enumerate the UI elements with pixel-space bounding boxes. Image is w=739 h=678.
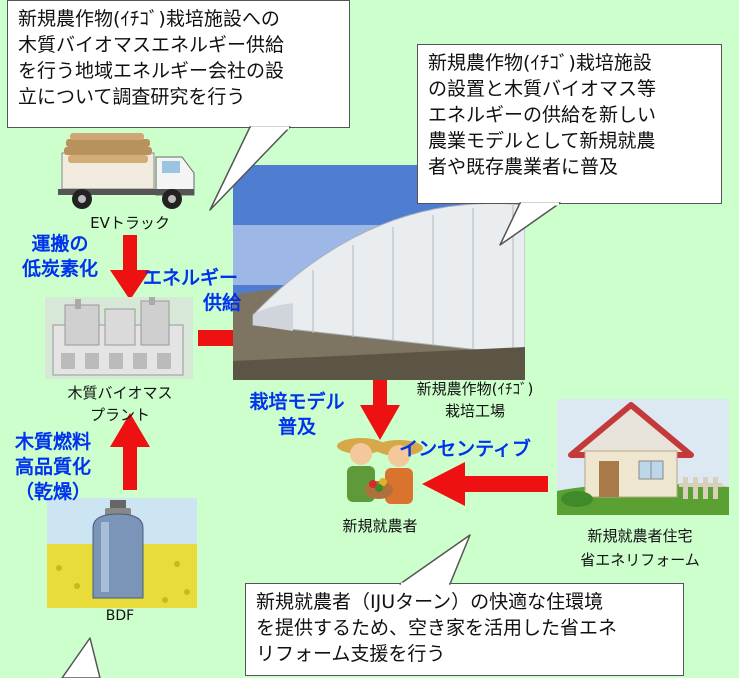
energy-supply-label: エネルギー 供給 bbox=[143, 266, 273, 316]
transport-label-line1: 運搬の bbox=[31, 233, 89, 255]
house-icon bbox=[557, 399, 729, 515]
fuel-label-line2: 高品質化 bbox=[14, 456, 91, 478]
truck-label: EVトラック bbox=[90, 214, 170, 232]
biomass-plant-icon bbox=[45, 297, 193, 379]
model-spread-label: 栽培モデル 普及 bbox=[232, 390, 362, 440]
arrow-greenhouse-to-farmer bbox=[360, 368, 400, 440]
transport-label: 運搬の 低炭素化 bbox=[10, 232, 110, 282]
plant-label-line2: プラント bbox=[89, 406, 150, 424]
arrow-bdf-to-plant bbox=[110, 413, 150, 490]
arrow-house-to-farmer bbox=[422, 462, 548, 506]
greenhouse-label: 新規農作物(ｲﾁｺﾞ) 栽培工場 bbox=[390, 378, 560, 422]
house-label: 新規就農者住宅 省エネリフォーム bbox=[550, 524, 730, 572]
bdf-fuel-icon bbox=[47, 498, 197, 608]
farmers-icon bbox=[337, 438, 423, 504]
energy-label-line2: 供給 bbox=[202, 292, 241, 314]
callout-farming-model: 新規農作物(ｲﾁｺﾞ)栽培施設 の設置と木質バイオマス等 エネルギーの供給を新し… bbox=[417, 44, 722, 204]
model-label-line2: 普及 bbox=[277, 416, 316, 438]
fuel-label-line3: （乾燥） bbox=[14, 481, 91, 503]
plant-label-line1: 木質バイオマス bbox=[67, 384, 173, 402]
house-label-line1: 新規就農者住宅 bbox=[587, 527, 693, 545]
house-label-line2: 省エネリフォーム bbox=[580, 551, 700, 569]
incentive-label: インセンティブ bbox=[399, 438, 531, 460]
greenhouse-label-line2: 栽培工場 bbox=[444, 402, 505, 420]
callout-energy-company: 新規農作物(ｲﾁｺﾞ)栽培施設への 木質バイオマスエネルギー供給 を行う地域エネ… bbox=[7, 0, 350, 128]
fuel-label-line1: 木質燃料 bbox=[14, 431, 91, 453]
ev-truck-icon bbox=[58, 133, 195, 209]
energy-label-line1: エネルギー bbox=[143, 267, 239, 289]
callout-housing-support: 新規就農者（IJUターン）の快適な住環境 を提供するため、空き家を活用した省エネ… bbox=[245, 583, 684, 676]
arrow-truck-to-plant bbox=[110, 235, 150, 300]
biomass-plant-label: 木質バイオマス プラント bbox=[40, 382, 200, 426]
greenhouse-label-line1: 新規農作物(ｲﾁｺﾞ) bbox=[416, 380, 534, 398]
bdf-label: BDF bbox=[105, 608, 135, 624]
model-label-line1: 栽培モデル bbox=[249, 391, 345, 413]
farmer-label: 新規就農者 bbox=[342, 517, 418, 535]
fuel-quality-label: 木質燃料 高品質化 （乾燥） bbox=[0, 430, 106, 505]
transport-label-line2: 低炭素化 bbox=[21, 258, 98, 280]
